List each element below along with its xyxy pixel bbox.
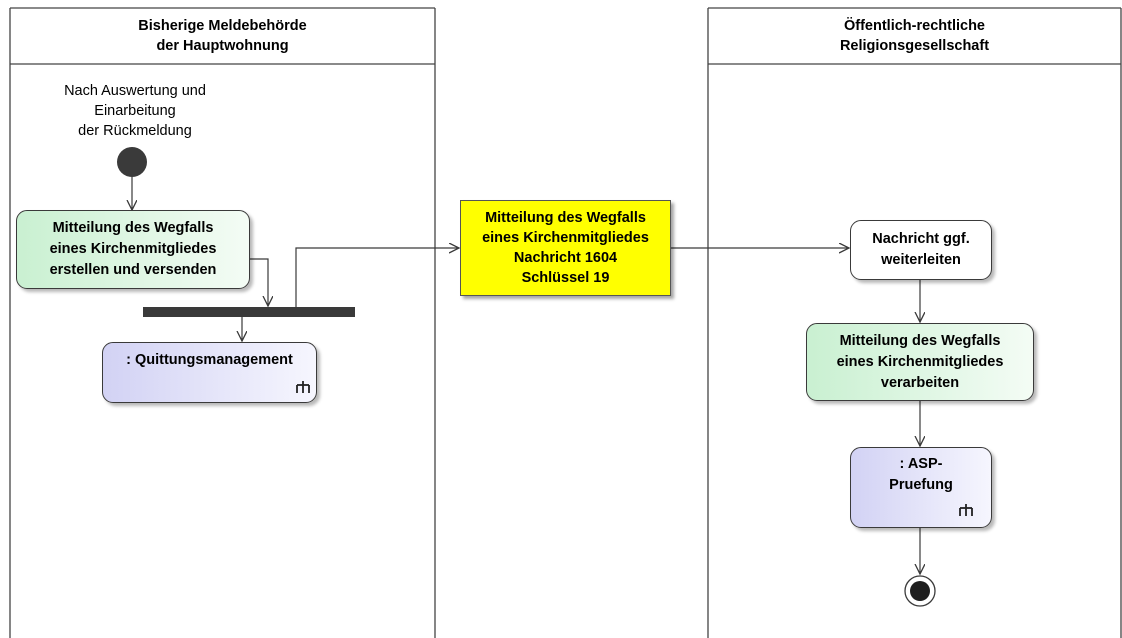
swimlane-title-line: Öffentlich-rechtliche <box>844 18 985 34</box>
swimlane-left-frame <box>9 7 436 638</box>
swimlane-header-registration-office: Bisherige Meldebehörde der Hauptwohnung <box>10 8 435 64</box>
rake-icon <box>296 381 310 393</box>
activity-receipt-management[interactable]: : Quittungsmanagement <box>102 342 317 403</box>
fork-bar <box>143 307 355 317</box>
start-node <box>117 147 147 177</box>
swimlane-title-line: Religionsgesellschaft <box>839 38 990 54</box>
swimlane-right-frame <box>707 7 1122 638</box>
activity-process-notification[interactable]: Mitteilung des Wegfalls eines Kirchenmit… <box>806 323 1034 401</box>
end-node <box>904 575 936 607</box>
start-node-label: Nach Auswertung und Einarbeitung der Rüc… <box>64 83 206 139</box>
message-note: Mitteilung des Wegfalls eines Kirchenmit… <box>460 200 671 296</box>
activity-asp-check[interactable]: : ASP- Pruefung <box>850 447 992 528</box>
swimlane-title-line: der Hauptwohnung <box>156 38 289 54</box>
activity-create-and-send[interactable]: Mitteilung des Wegfalls eines Kirchenmit… <box>16 210 250 289</box>
activity-forward-message[interactable]: Nachricht ggf. weiterleiten <box>850 220 992 280</box>
edge-fork-to-note <box>295 248 459 307</box>
swimlane-title-line: Bisherige Meldebehörde <box>138 18 307 34</box>
rake-icon <box>959 504 973 516</box>
edge-create-to-fork <box>250 258 268 306</box>
swimlane-header-religious-society: Öffentlich-rechtliche Religionsgesellsch… <box>708 8 1121 64</box>
